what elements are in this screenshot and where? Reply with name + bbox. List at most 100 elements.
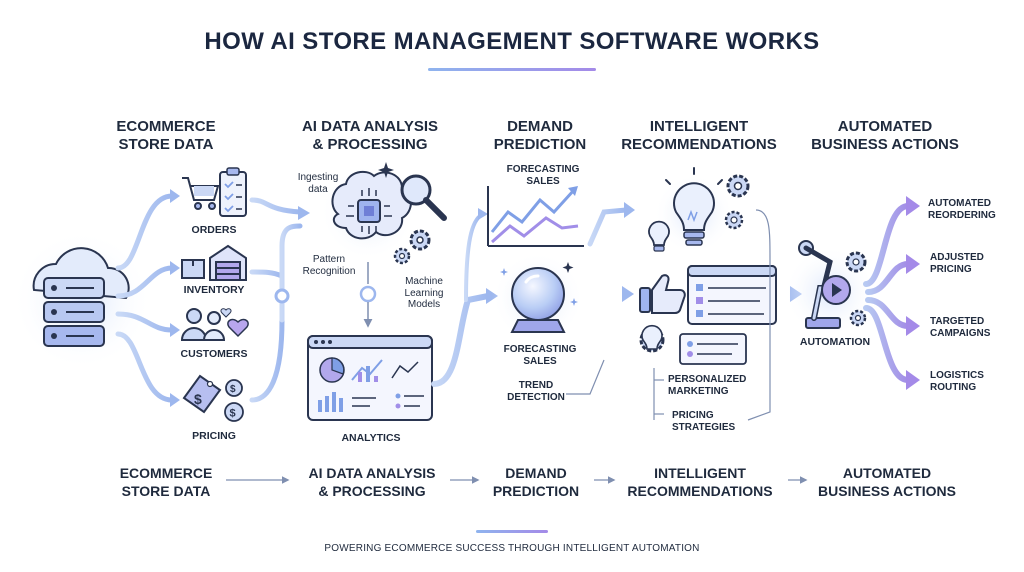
gear-bulb-icon [639,324,665,353]
bottom-stage-recommendations: INTELLIGENT RECOMMENDATIONS [614,464,786,500]
magnifier-icon [400,174,447,221]
clipboard-icon [219,167,247,217]
label-line: TARGETED [930,316,985,327]
label-line: DETECTION [507,392,565,403]
label-line: MARKETING [668,386,729,397]
price-tag-icon: $ [182,374,222,414]
label-inventory: INVENTORY [183,284,245,296]
stage-line: AI DATA ANALYSIS [308,465,436,481]
note-line: Models [407,299,441,310]
stage-header-actions: AUTOMATED BUSINESS ACTIONS [800,118,970,154]
line-chart-icon [487,186,584,247]
stage-header-line: INTELLIGENT [649,118,749,135]
label-logistics-routing: LOGISTICS ROUTING [930,370,1016,394]
footer-divider [476,530,548,533]
label-line: LOGISTICS [930,370,984,381]
bottom-stage-store-data: ECOMMERCE STORE DATA [96,464,236,500]
store-data-flow-arrows [115,193,175,403]
label-trend-detection: TREND DETECTION [500,380,572,404]
label-line: FORECASTING [506,164,580,175]
cloud-server-icon [12,230,152,370]
stage-line: RECOMMENDATIONS [627,483,773,499]
label-line: FORECASTING [503,344,577,355]
stage-header-line: PREDICTION [493,136,587,153]
actions-arrowheads [906,196,920,390]
stage-header-analysis: AI DATA ANALYSIS & PROCESSING [286,118,454,154]
users-icon [180,308,226,341]
label-analytics: ANALYTICS [341,432,401,444]
lightbulb-icon [648,167,734,254]
label-forecasting-sales-bottom: FORECASTING SALES [494,344,586,368]
label-line: PRICING [930,264,972,275]
svg-text:$: $ [230,384,236,395]
store-data-arrowheads [170,189,180,407]
merge-node [274,288,290,304]
warehouse-icon [209,244,247,281]
label-pricing-strategies: PRICING STRATEGIES [672,410,762,434]
bottom-stage-actions: AUTOMATED BUSINESS ACTIONS [808,464,966,500]
title-underline [428,68,596,71]
label-customers: CUSTOMERS [180,348,248,360]
label-line: ADJUSTED [930,252,984,263]
actions-flow-arrows [863,203,911,383]
svg-text:$: $ [194,391,202,407]
merge-arrowhead [298,206,310,220]
stage-line: PREDICTION [492,483,580,499]
label-automation: AUTOMATION [799,336,871,348]
label-line: PERSONALIZED [668,374,747,385]
label-pricing: PRICING [192,430,236,442]
stage-line: BUSINESS ACTIONS [818,483,956,499]
footer-tagline: POWERING ECOMMERCE SUCCESS THROUGH INTEL… [324,543,700,554]
stage-header-line: RECOMMENDATIONS [621,136,777,153]
label-ingesting-data: Ingesting data [288,172,348,195]
gear-icon [724,174,750,230]
label-orders: ORDERS [191,224,237,236]
cart-icon [182,177,220,210]
stage-header-line: ECOMMERCE [116,118,216,135]
robot-arm-icon [784,240,876,338]
stage-header-line: DEMAND [507,118,573,135]
note-line: Learning [404,287,444,299]
note-line: Pattern [312,254,346,265]
svg-text:$: $ [230,408,236,420]
checklist-icon [679,333,747,365]
label-forecasting-sales-top: FORECASTING SALES [498,164,588,188]
stage-header-line: BUSINESS ACTIONS [811,136,959,153]
stage-line: STORE DATA [121,483,211,499]
heart-icon [220,308,249,338]
stage-line: INTELLIGENT [654,465,746,481]
label-targeted-campaigns: TARGETED CAMPAIGNS [930,316,1020,340]
label-personalized-marketing: PERSONALIZED MARKETING [668,374,768,398]
stage-line: ECOMMERCE [119,465,213,481]
label-line: STRATEGIES [672,422,736,433]
stage-header-prediction: DEMAND PREDICTION [478,118,602,154]
label-automated-reordering: AUTOMATED REORDERING [928,198,1018,222]
sparkle-icon [378,162,394,178]
label-pattern-recognition: Pattern Recognition [294,254,364,277]
stage-header-line: AI DATA ANALYSIS [301,118,439,135]
merge-connector [249,197,303,403]
stage-header-line: & PROCESSING [312,136,428,153]
label-line: REORDERING [928,210,996,221]
note-line: Machine [405,276,443,287]
stage-line: & PROCESSING [318,483,426,499]
brain-chip-icon [320,164,416,260]
stage-line: AUTOMATED [842,465,932,481]
gear-icon [393,229,431,265]
coin-icon: $ $ [224,379,244,422]
label-line: SALES [526,176,560,187]
analysis-to-prediction-flow [431,293,491,387]
stage-header-recommendations: INTELLIGENT RECOMMENDATIONS [610,118,788,154]
label-line: PRICING [672,410,714,421]
label-line: ROUTING [930,382,977,393]
stage-header-line: AUTOMATED [837,118,933,135]
note-line: Ingesting [297,172,339,183]
label-line: CAMPAIGNS [930,328,991,339]
label-adjusted-pricing: ADJUSTED PRICING [930,252,1016,276]
stage-header-line: STORE DATA [118,136,214,153]
boxes-icon [181,259,205,279]
note-line: Recognition [302,265,356,277]
bottom-stage-analysis: AI DATA ANALYSIS & PROCESSING [290,464,454,500]
page-title: HOW AI STORE MANAGEMENT SOFTWARE WORKS [204,28,820,55]
